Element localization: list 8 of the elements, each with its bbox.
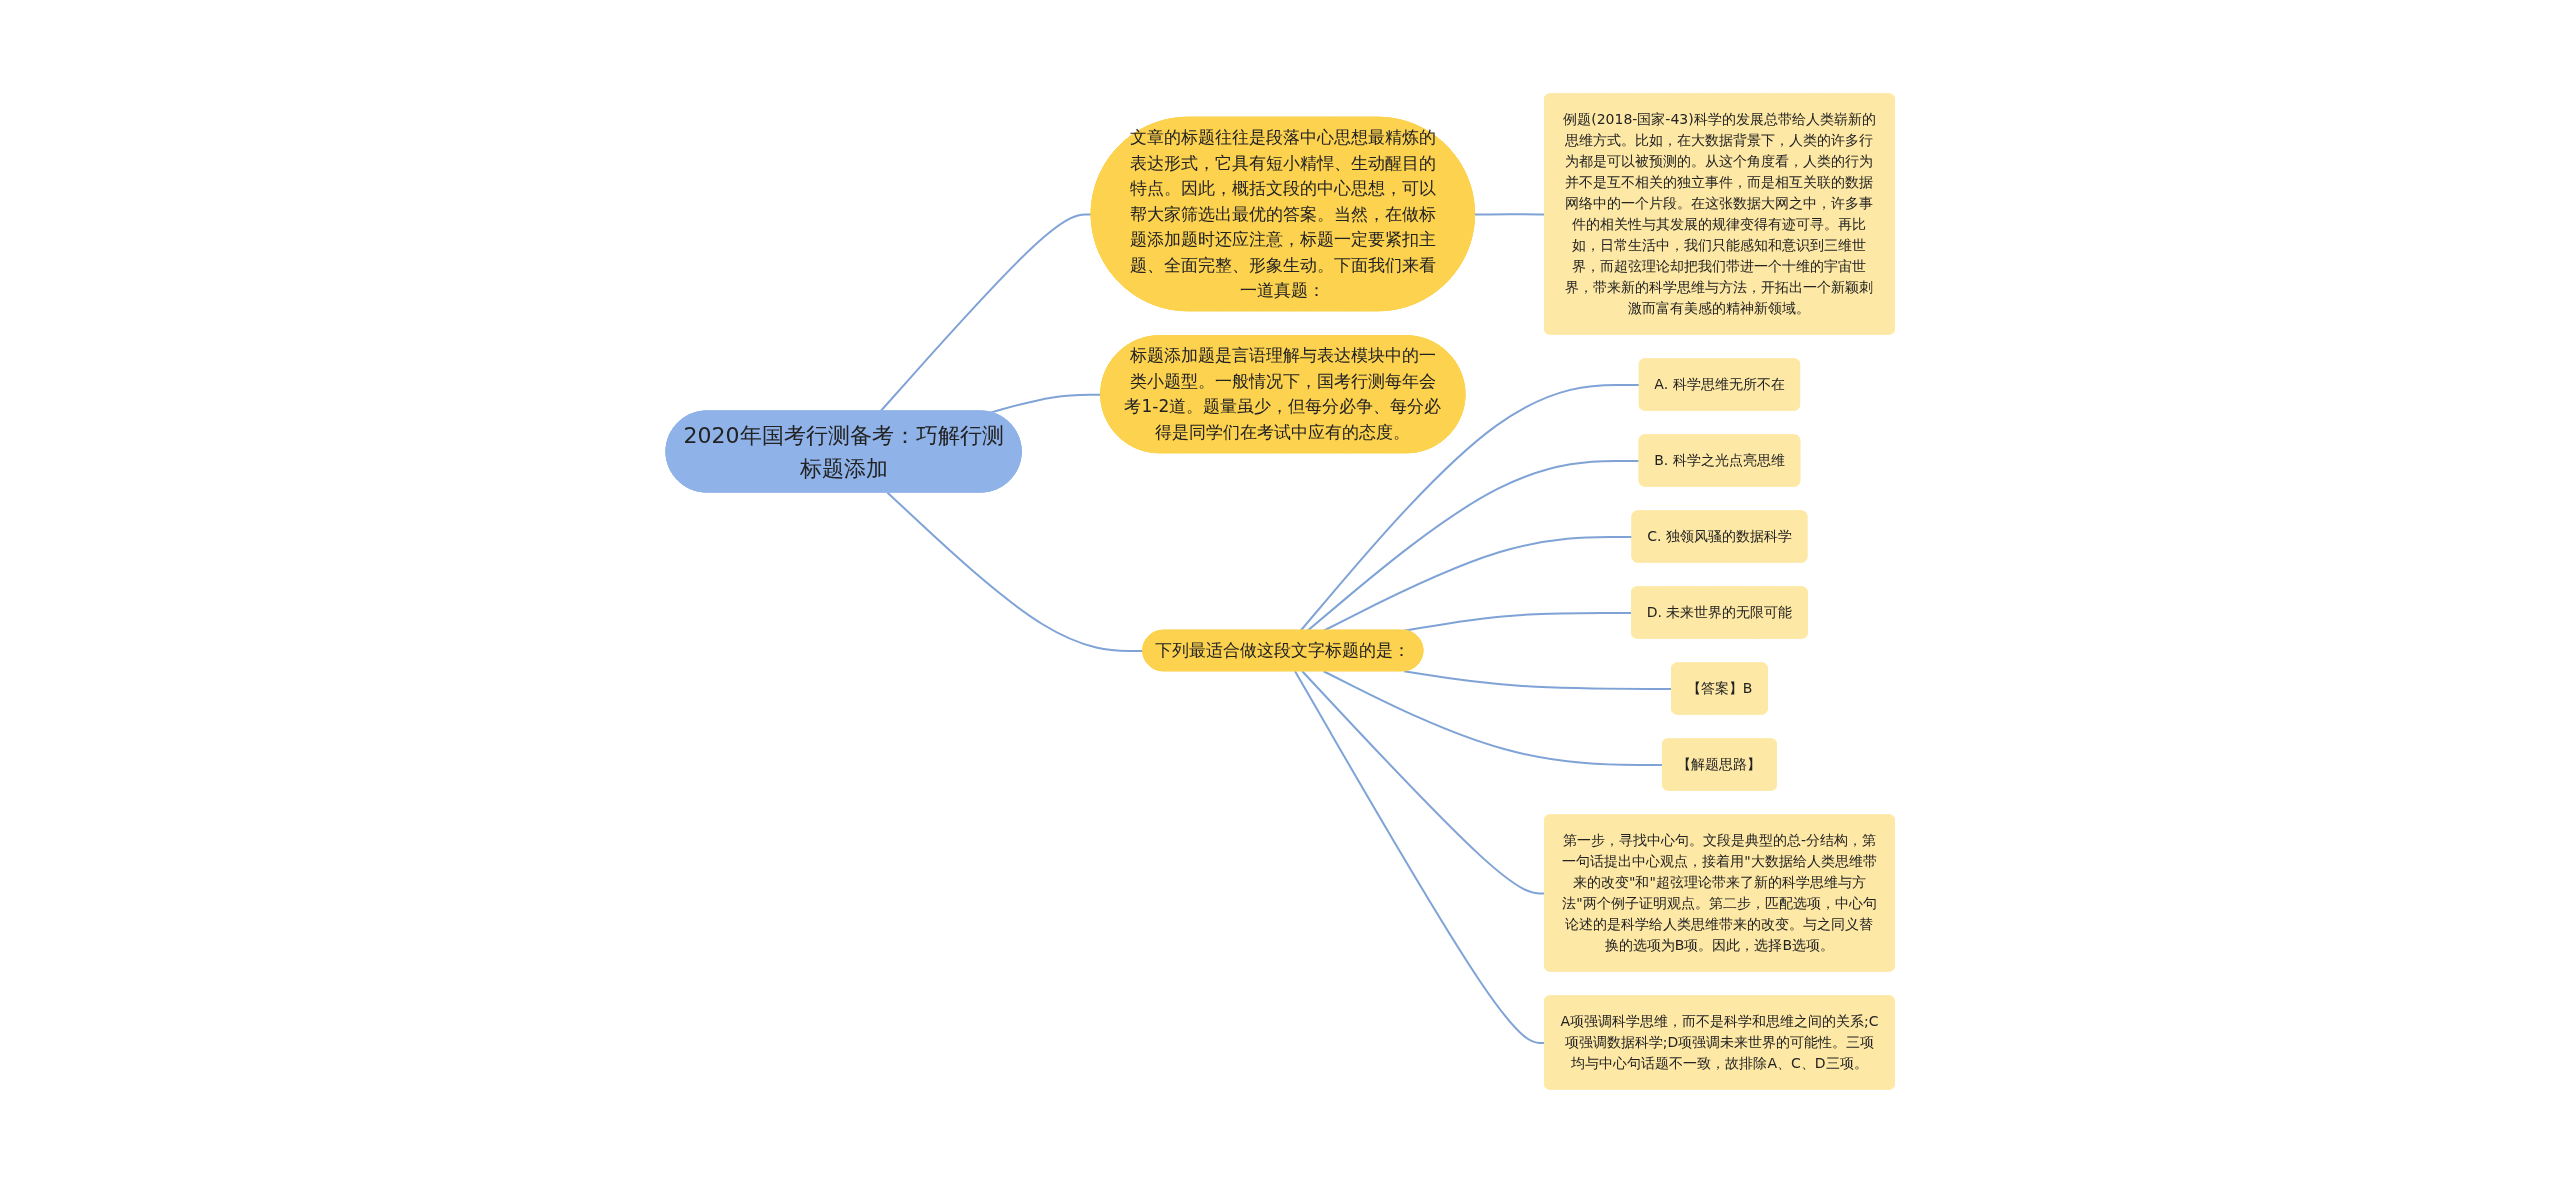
connector (879, 213, 1093, 413)
connector (1299, 383, 1641, 632)
connector (1322, 670, 1664, 766)
connector (1293, 670, 1546, 1044)
connector (1301, 670, 1546, 895)
connector (1402, 670, 1673, 690)
connector (989, 393, 1102, 414)
connector (1473, 213, 1546, 216)
